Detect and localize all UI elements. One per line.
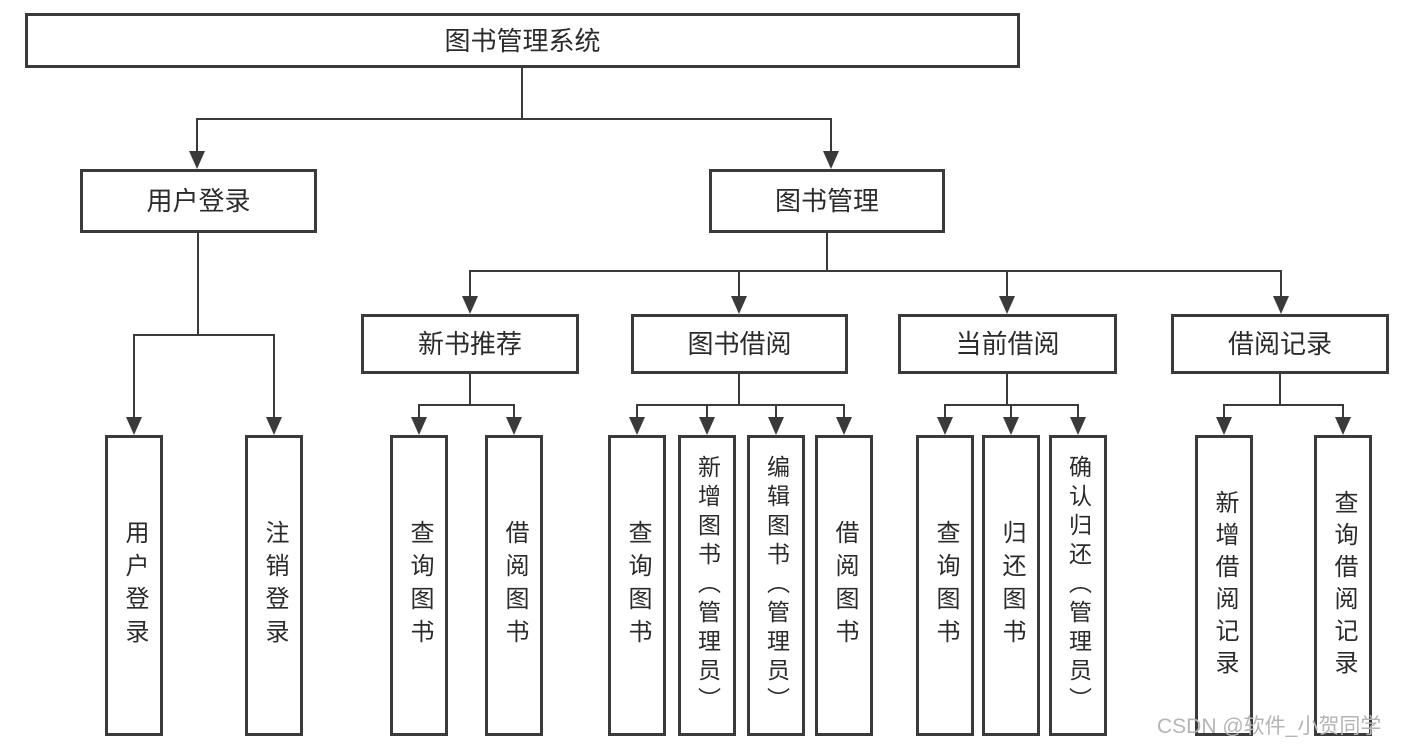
arrow-down-icon <box>1335 417 1351 435</box>
arrow-down-icon <box>629 417 645 435</box>
connector-line <box>636 404 845 406</box>
leaf-user-login: 用户登录 <box>105 435 163 736</box>
leaf-label: 查询图书 <box>624 519 651 652</box>
node-label: 借阅记录 <box>1227 329 1332 359</box>
node-book-management: 图书管理 <box>709 169 945 233</box>
connector-line <box>521 68 523 120</box>
leaf-label: 借阅图书 <box>831 519 858 652</box>
leaf-label: 用户登录 <box>121 519 148 652</box>
node-library-management-system: 图书管理系统 <box>25 13 1020 68</box>
connector-line <box>636 404 638 418</box>
node-label: 图书借阅 <box>687 329 792 359</box>
connector-line <box>775 404 777 418</box>
leaf-edit-book-admin: 编辑图书（管理员） <box>747 435 805 736</box>
connector-line <box>469 270 471 298</box>
node-current-borrowing: 当前借阅 <box>898 314 1117 374</box>
leaf-label: 注销登录 <box>261 519 288 652</box>
arrow-down-icon <box>768 417 784 435</box>
node-label: 用户登录 <box>146 186 251 216</box>
leaf-label: 新增图书（管理员） <box>694 455 721 716</box>
arrow-down-icon <box>1070 417 1086 435</box>
leaf-query-books-recommend: 查询图书 <box>390 435 448 736</box>
node-label: 图书管理系统 <box>444 25 601 56</box>
connector-line <box>513 404 515 418</box>
connector-line <box>196 118 832 120</box>
connector-line <box>196 118 198 152</box>
connector-line <box>469 374 471 406</box>
arrow-down-icon <box>699 417 715 435</box>
arrow-down-icon <box>462 296 478 314</box>
connector-line <box>1006 374 1008 406</box>
node-borrowing-records: 借阅记录 <box>1171 314 1389 374</box>
arrow-down-icon <box>1216 417 1232 435</box>
connector-line <box>469 270 1282 272</box>
arrow-down-icon <box>189 151 205 169</box>
leaf-return-book: 归还图书 <box>982 435 1040 736</box>
connector-line <box>1342 404 1344 418</box>
leaf-borrow-books-borrowing: 借阅图书 <box>815 435 873 736</box>
leaf-query-books-borrowing: 查询图书 <box>608 435 666 736</box>
arrow-down-icon <box>823 151 839 169</box>
connector-line <box>1223 404 1344 406</box>
leaf-label: 借阅图书 <box>501 519 528 652</box>
arrow-down-icon <box>126 417 142 435</box>
arrow-down-icon <box>506 417 522 435</box>
arrow-down-icon <box>836 417 852 435</box>
arrow-down-icon <box>1273 296 1289 314</box>
connector-line <box>273 334 275 418</box>
leaf-add-book-admin: 新增图书（管理员） <box>678 435 736 736</box>
connector-line <box>1280 270 1282 298</box>
leaf-label: 编辑图书（管理员） <box>763 455 790 716</box>
leaf-logout: 注销登录 <box>245 435 303 736</box>
connector-line <box>133 334 275 336</box>
leaf-label: 新增借阅记录 <box>1211 489 1238 682</box>
leaf-label: 归还图书 <box>998 519 1025 652</box>
connector-line <box>418 404 515 406</box>
node-label: 新书推荐 <box>417 329 522 359</box>
connector-line <box>1006 270 1008 298</box>
connector-line <box>133 334 135 418</box>
arrow-down-icon <box>1003 417 1019 435</box>
connector-line <box>843 404 845 418</box>
arrow-down-icon <box>411 417 427 435</box>
leaf-label: 查询图书 <box>406 519 433 652</box>
leaf-confirm-return-admin: 确认归还（管理员） <box>1049 435 1107 736</box>
node-new-book-recommendation: 新书推荐 <box>361 314 579 374</box>
arrow-down-icon <box>937 417 953 435</box>
node-book-borrowing: 图书借阅 <box>631 314 848 374</box>
arrow-down-icon <box>266 417 282 435</box>
connector-line <box>738 270 740 298</box>
connector-line <box>197 233 199 336</box>
leaf-query-borrow-record: 查询借阅记录 <box>1314 435 1372 736</box>
connector-line <box>830 118 832 152</box>
connector-line <box>1010 404 1012 418</box>
connector-line <box>944 404 946 418</box>
csdn-watermark: CSDN @软件_小贺同学 <box>1157 715 1382 738</box>
node-label: 当前借阅 <box>955 329 1060 359</box>
leaf-label: 确认归还（管理员） <box>1065 455 1092 716</box>
node-user-login-branch: 用户登录 <box>80 169 317 233</box>
connector-line <box>1279 374 1281 406</box>
leaf-label: 查询图书 <box>932 519 959 652</box>
connector-line <box>738 374 740 406</box>
leaf-query-books-current: 查询图书 <box>916 435 974 736</box>
arrow-down-icon <box>731 296 747 314</box>
connector-line <box>826 233 828 272</box>
node-label: 图书管理 <box>774 186 879 216</box>
arrow-down-icon <box>999 296 1015 314</box>
connector-line <box>706 404 708 418</box>
connector-line <box>418 404 420 418</box>
leaf-add-borrow-record: 新增借阅记录 <box>1195 435 1253 736</box>
connector-line <box>1223 404 1225 418</box>
connector-line <box>1077 404 1079 418</box>
leaf-borrow-books-recommend: 借阅图书 <box>485 435 543 736</box>
leaf-label: 查询借阅记录 <box>1330 489 1357 682</box>
